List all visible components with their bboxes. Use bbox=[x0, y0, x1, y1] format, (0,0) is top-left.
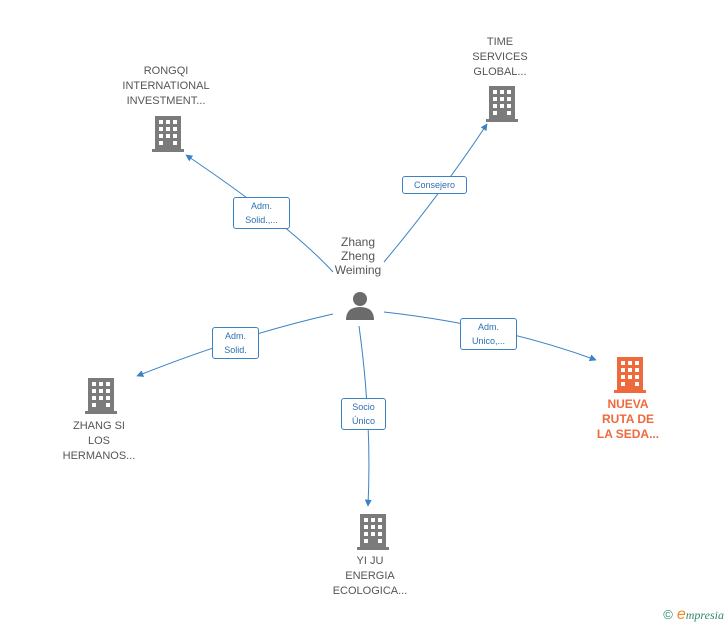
edge-label-nueva-ruta[interactable]: Adm. Unico,... bbox=[460, 318, 517, 350]
building-icon[interactable] bbox=[85, 378, 117, 414]
building-icon-focus[interactable] bbox=[614, 357, 646, 393]
company-label-time-services[interactable]: TIME SERVICES GLOBAL... bbox=[472, 36, 528, 78]
brand-logo-initial: e bbox=[676, 606, 686, 623]
edge-label-yi-ju[interactable]: Socio Único bbox=[341, 398, 386, 430]
footer-brand: ©empresia bbox=[663, 606, 724, 624]
person-icon[interactable] bbox=[345, 290, 375, 320]
edge-label-time-services[interactable]: Consejero bbox=[402, 176, 467, 194]
building-icon[interactable] bbox=[152, 116, 184, 152]
company-label-zhang-si[interactable]: ZHANG SI LOS HERMANOS... bbox=[62, 420, 136, 462]
copyright-symbol: © bbox=[663, 607, 673, 622]
building-icon[interactable] bbox=[357, 514, 389, 550]
company-label-rongqi[interactable]: RONGQI INTERNATIONAL INVESTMENT... bbox=[122, 65, 210, 107]
edge-time-services bbox=[383, 123, 488, 263]
building-icon[interactable] bbox=[486, 86, 518, 122]
edge-label-zhang-si[interactable]: Adm. Solid. bbox=[212, 327, 259, 359]
edge-label-rongqi[interactable]: Adm. Solid.,... bbox=[233, 197, 290, 229]
person-label[interactable]: Zhang Zheng Weiming bbox=[334, 235, 382, 277]
company-label-yi-ju[interactable]: YI JU ENERGIA ECOLOGICA... bbox=[332, 555, 408, 597]
brand-logo-text: mpresia bbox=[685, 608, 724, 622]
company-label-nueva-ruta[interactable]: NUEVA RUTA DE LA SEDA... bbox=[596, 397, 660, 441]
